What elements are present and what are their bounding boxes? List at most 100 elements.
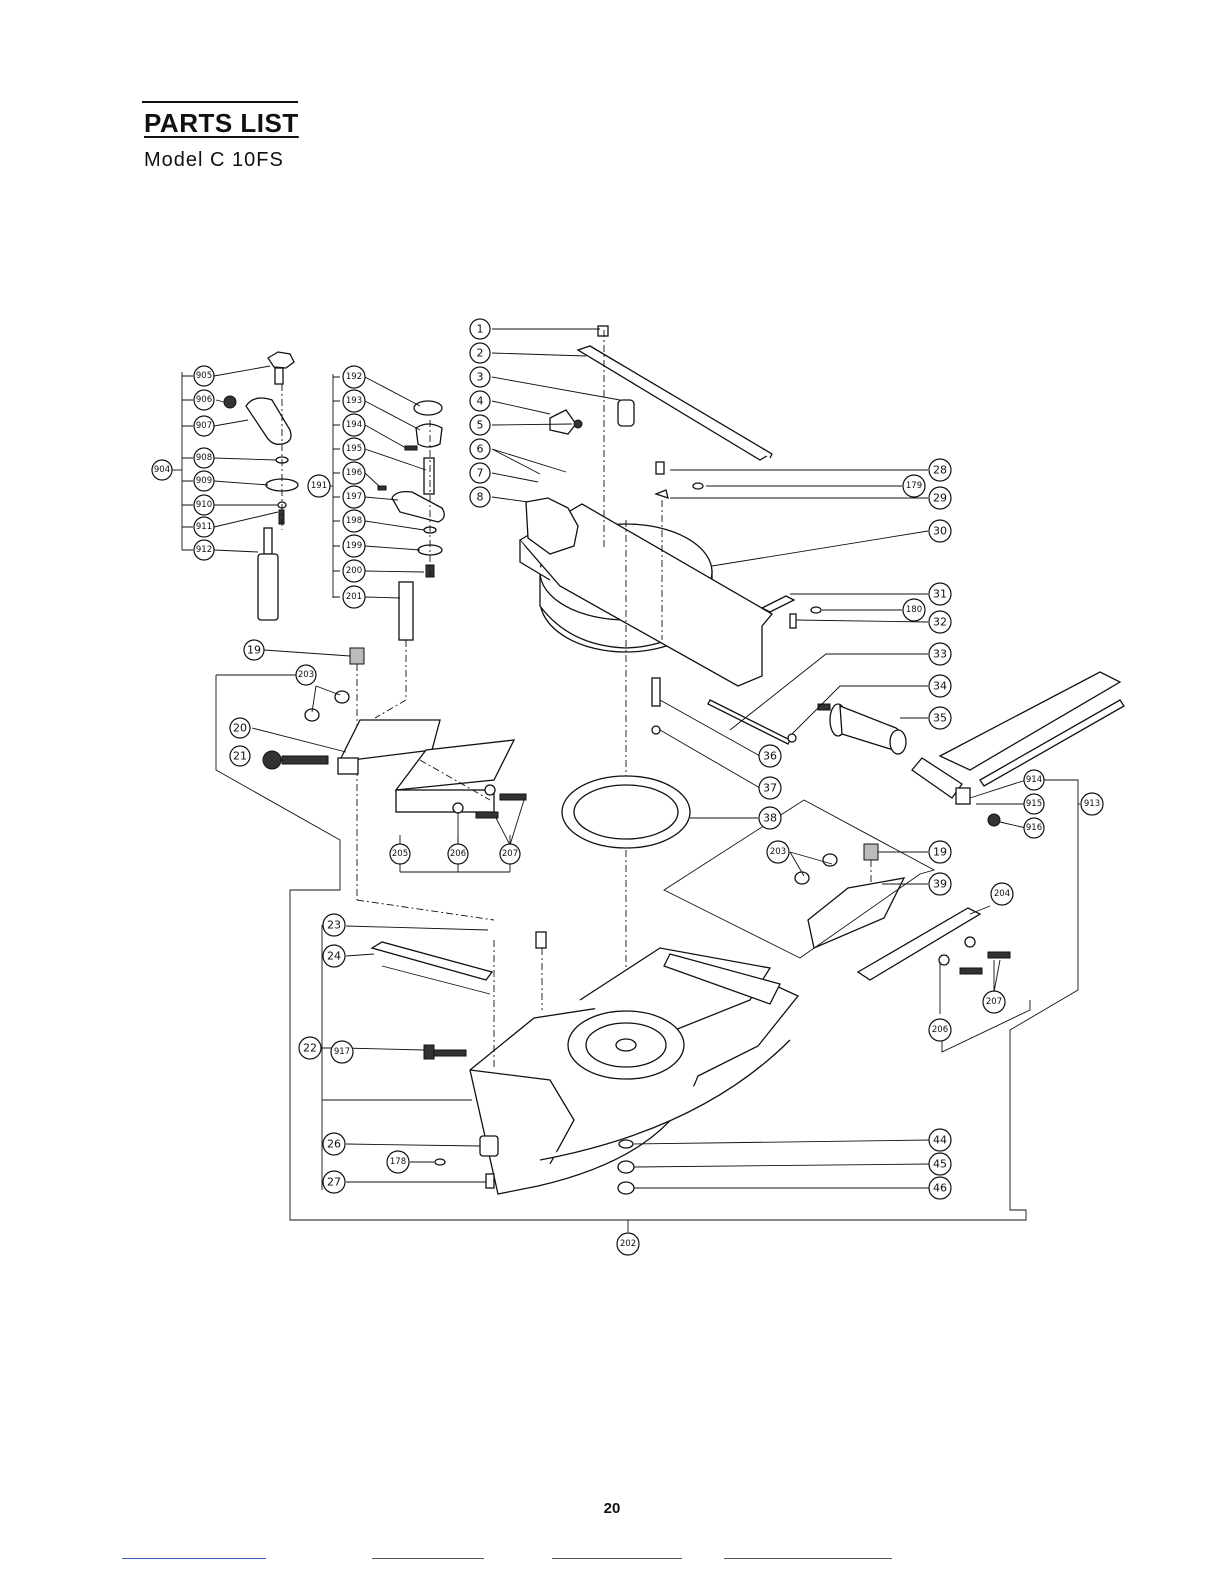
callout-24: 24	[323, 945, 345, 967]
callout-22: 22	[299, 1037, 321, 1059]
callout-179: 179	[903, 475, 925, 497]
callout-27: 27	[323, 1171, 345, 1193]
vise-knob-drawing	[224, 352, 298, 620]
svg-text:206: 206	[450, 849, 466, 859]
svg-text:3: 3	[477, 371, 484, 384]
svg-text:912: 912	[196, 545, 212, 555]
footer-rule-mid3	[724, 1558, 892, 1559]
svg-text:917: 917	[334, 1047, 350, 1057]
svg-text:906: 906	[196, 395, 212, 405]
callout-26: 26	[323, 1133, 345, 1155]
svg-text:1: 1	[477, 323, 484, 336]
callout-20: 20	[230, 718, 250, 738]
callout-23: 23	[323, 914, 345, 936]
svg-text:39: 39	[933, 878, 947, 891]
svg-text:203: 203	[298, 670, 314, 680]
svg-text:8: 8	[477, 491, 484, 504]
callout-197: 197	[343, 486, 365, 508]
svg-text:180: 180	[906, 605, 922, 615]
svg-text:205: 205	[392, 849, 408, 859]
svg-text:198: 198	[346, 516, 362, 526]
callout-4: 4	[470, 391, 490, 411]
callout-198: 198	[343, 510, 365, 532]
svg-text:191: 191	[311, 481, 327, 491]
svg-text:202: 202	[620, 1239, 636, 1249]
callout-44: 44	[929, 1129, 951, 1151]
svg-text:910: 910	[196, 500, 212, 510]
callout-38: 38	[759, 807, 781, 829]
svg-text:197: 197	[346, 492, 362, 502]
svg-text:196: 196	[346, 468, 362, 478]
svg-text:179: 179	[906, 481, 922, 491]
callout-907: 907	[194, 416, 214, 436]
svg-text:2: 2	[477, 347, 484, 360]
svg-text:908: 908	[196, 453, 212, 463]
svg-text:178: 178	[390, 1157, 406, 1167]
callout-205: 205	[390, 844, 410, 864]
callout-914: 914	[1024, 770, 1044, 790]
svg-text:31: 31	[933, 588, 947, 601]
callout-913: 913	[1081, 793, 1103, 815]
callout-917: 917	[331, 1041, 353, 1063]
svg-text:19: 19	[247, 644, 261, 657]
callout-35: 35	[929, 707, 951, 729]
svg-text:195: 195	[346, 444, 362, 454]
svg-text:4: 4	[477, 395, 484, 408]
svg-text:911: 911	[196, 522, 212, 532]
callout-6: 6	[470, 439, 490, 459]
callout-7: 7	[470, 463, 490, 483]
svg-text:914: 914	[1026, 775, 1042, 785]
callout-906: 906	[194, 390, 214, 410]
callout-192: 192	[343, 366, 365, 388]
callout-912: 912	[194, 540, 214, 560]
callout-39: 39	[929, 873, 951, 895]
callout-196: 196	[343, 462, 365, 484]
svg-text:38: 38	[763, 812, 777, 825]
svg-text:45: 45	[933, 1158, 947, 1171]
svg-text:199: 199	[346, 541, 362, 551]
svg-text:5: 5	[477, 419, 484, 432]
svg-text:26: 26	[327, 1138, 341, 1151]
svg-text:30: 30	[933, 525, 947, 538]
callout-201: 201	[343, 586, 365, 608]
footer-rule-left	[122, 1558, 266, 1559]
callout-36: 36	[759, 745, 781, 767]
svg-text:44: 44	[933, 1134, 947, 1147]
svg-text:201: 201	[346, 592, 362, 602]
callout-207-right: 207	[983, 991, 1005, 1013]
footer-rule-mid2	[552, 1558, 682, 1559]
callout-2: 2	[470, 343, 490, 363]
callout-195: 195	[343, 438, 365, 460]
diagram-artwork	[172, 326, 1124, 1232]
callout-45: 45	[929, 1153, 951, 1175]
svg-text:6: 6	[477, 443, 484, 456]
callout-199: 199	[343, 535, 365, 557]
callout-32: 32	[929, 611, 951, 633]
callout-34: 34	[929, 675, 951, 697]
callout-194: 194	[343, 414, 365, 436]
svg-text:21: 21	[233, 750, 247, 763]
svg-text:37: 37	[763, 782, 777, 795]
callout-178: 178	[387, 1151, 409, 1173]
callout-206-left: 206	[448, 844, 468, 864]
bearing-ring-drawing	[562, 776, 690, 848]
callout-203-right: 203	[767, 841, 789, 863]
callout-911: 911	[194, 517, 214, 537]
svg-text:32: 32	[933, 616, 947, 629]
svg-text:915: 915	[1026, 799, 1042, 809]
callout-915: 915	[1024, 794, 1044, 814]
callout-5: 5	[470, 415, 490, 435]
svg-text:29: 29	[933, 492, 947, 505]
svg-text:193: 193	[346, 396, 362, 406]
callout-180: 180	[903, 599, 925, 621]
svg-text:904: 904	[154, 465, 170, 475]
handle-grip-drawing	[818, 704, 906, 754]
callout-207-left: 207	[500, 844, 520, 864]
callout-206-right: 206	[929, 1019, 951, 1041]
svg-text:194: 194	[346, 420, 362, 430]
svg-text:200: 200	[346, 566, 362, 576]
svg-text:22: 22	[303, 1042, 317, 1055]
svg-text:36: 36	[763, 750, 777, 763]
callout-908: 908	[194, 448, 214, 468]
